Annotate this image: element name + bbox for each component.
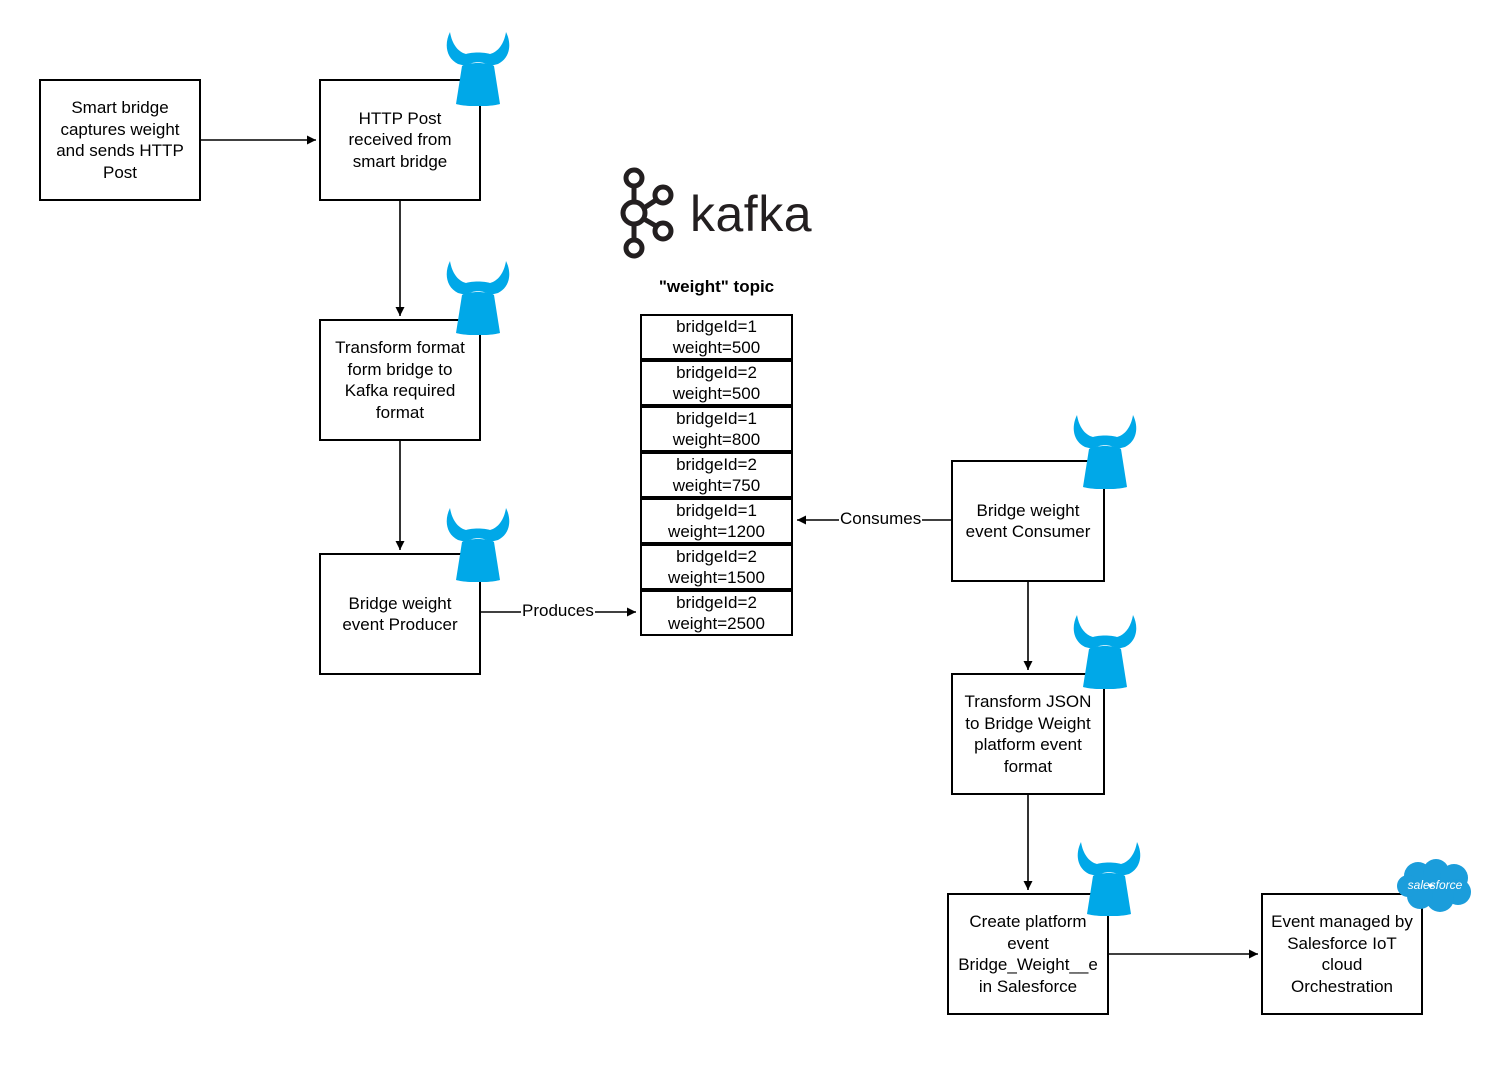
apache-camel-icon — [1073, 615, 1137, 689]
topic-message: bridgeId=2 weight=1500 — [640, 544, 793, 590]
message-weight: weight=1200 — [668, 522, 765, 541]
kafka-wordmark: kafka — [690, 186, 813, 242]
apache-camel-icon — [1077, 842, 1141, 916]
create-platform-event-box: Create platform event Bridge_Weight__e i… — [947, 893, 1109, 1015]
message-weight: weight=500 — [672, 338, 761, 357]
message-weight: weight=2500 — [668, 614, 765, 633]
apache-camel-icon — [1073, 415, 1137, 489]
consumer-box: Bridge weight event Consumer — [951, 460, 1105, 582]
transform-format-box: Transform format form bridge to Kafka re… — [319, 319, 481, 441]
consumes-label: Consumes — [839, 509, 923, 529]
http-post-box: HTTP Post received from smart bridge — [319, 79, 481, 201]
weight-topic-title: "weight" topic — [658, 277, 775, 296]
apache-camel-icon — [446, 32, 510, 106]
message-bridge-id: bridgeId=2 — [676, 362, 757, 382]
producer-box: Bridge weight event Producer — [319, 553, 481, 675]
topic-message: bridgeId=2 weight=2500 — [640, 590, 793, 636]
produces-label: Produces — [521, 601, 595, 621]
kafka-logo-icon — [620, 167, 674, 259]
message-bridge-id: bridgeId=2 — [676, 546, 757, 566]
transform-json-box: Transform JSON to Bridge Weight platform… — [951, 673, 1105, 795]
message-bridge-id: bridgeId=2 — [676, 454, 757, 474]
topic-message: bridgeId=2 weight=750 — [640, 452, 793, 498]
topic-message: bridgeId=1 weight=800 — [640, 406, 793, 452]
apache-camel-icon — [446, 508, 510, 582]
message-weight: weight=1500 — [668, 568, 765, 587]
topic-message: bridgeId=1 weight=500 — [640, 314, 793, 360]
message-bridge-id: bridgeId=2 — [676, 592, 757, 612]
apache-camel-icon — [446, 261, 510, 335]
message-bridge-id: bridgeId=1 — [676, 408, 757, 428]
message-weight: weight=750 — [672, 476, 761, 495]
topic-message: bridgeId=1 weight=1200 — [640, 498, 793, 544]
message-bridge-id: bridgeId=1 — [676, 316, 757, 336]
smart-bridge-box: Smart bridge captures weight and sends H… — [39, 79, 201, 201]
salesforce-cloud-icon: salesforce — [1397, 859, 1471, 912]
salesforce-logo-text: salesforce — [1408, 878, 1463, 892]
message-weight: weight=500 — [672, 384, 761, 403]
topic-message: bridgeId=2 weight=500 — [640, 360, 793, 406]
salesforce-iot-box: Event managed by Salesforce IoT cloud Or… — [1261, 893, 1423, 1015]
message-bridge-id: bridgeId=1 — [676, 500, 757, 520]
message-weight: weight=800 — [672, 430, 761, 449]
